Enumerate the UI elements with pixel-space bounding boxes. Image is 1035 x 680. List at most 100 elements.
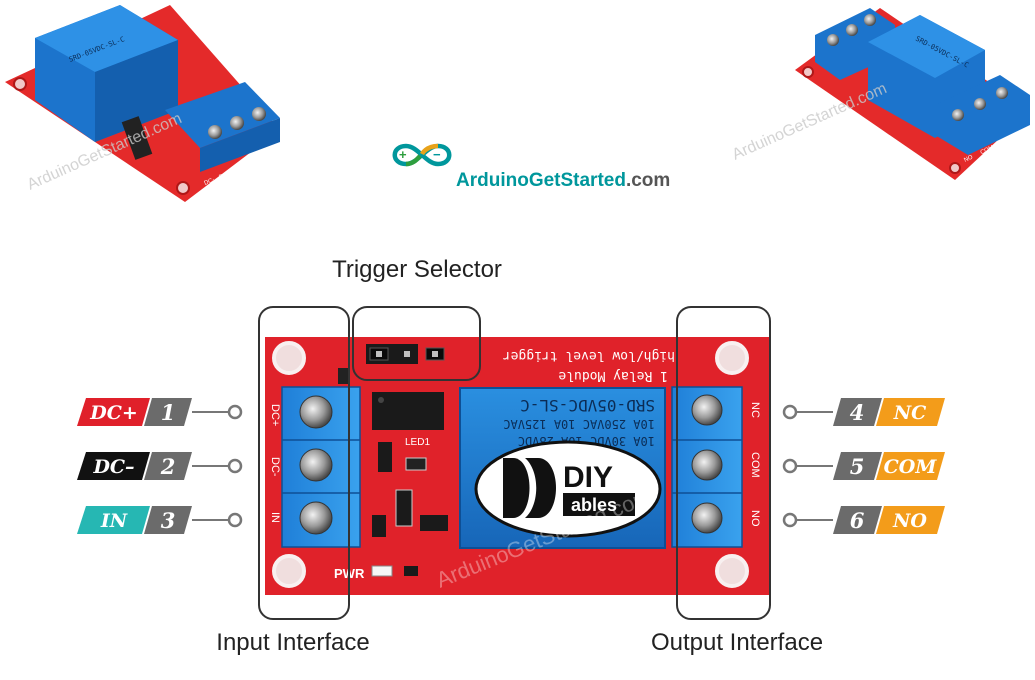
screw-icon [208,125,222,139]
board-pin-label: DC- [269,457,281,477]
pin-number: 6 [850,508,865,533]
relay-module-board: high/low level trigger 1 Relay Module DC [265,337,770,595]
mount-hole [272,554,306,588]
input-interface-label: Input Interface [216,629,369,656]
pin-number: 5 [850,454,865,479]
pin-number: 3 [161,508,176,533]
photo-right-pin-label: NC [1000,138,1011,147]
pin-name-badge [876,398,945,426]
photo-left-pin-label: IN [235,166,243,174]
board-pin-label: DC+ [269,404,281,426]
pin-name: COM [884,456,938,478]
pin-name: NO [892,510,927,532]
infinity-logo-icon: + − [392,143,452,167]
relay-photo-left: SRD-05VDC-SL-C DC- DC+ IN ArduinoGetStar… [5,5,280,202]
pin-callout-3: IN 3 [77,506,243,534]
photo-left-pin-label: DC+ [218,171,232,181]
trigger-selector-label: Trigger Selector [332,256,502,283]
photo-left-jumper [121,116,153,160]
pin-name: NC [893,402,927,424]
dot-connector-icon [782,512,798,528]
pin-callout-1: DC+ 1 [77,398,243,426]
mount-hole [176,181,190,195]
input-terminal-block [281,386,361,548]
photo-left-terminal [165,82,280,148]
photo-left-pin-label: DC- [204,177,216,187]
diyables-logo: DIY ables [474,440,662,538]
dot-connector-icon [782,458,798,474]
screw-icon [996,87,1008,99]
board-pin-label: IN [269,512,281,523]
dot-connector-icon [227,458,243,474]
pin-number-badge [144,398,192,426]
mount-hole [949,162,961,174]
pin-number: 4 [850,400,865,425]
trigger-jumper [366,344,445,364]
pin-callout-5: 5 COM [782,452,945,480]
pin-name: DC+ [89,402,138,424]
pin-name-badge [77,452,150,480]
silk-module-text: 1 Relay Module [558,368,668,383]
photo-left-relay-top [35,5,178,72]
pin-number: 1 [161,400,176,425]
smd-diode [395,489,413,527]
screw-icon [299,501,333,535]
logo-wordmark: ArduinoGetStarted.com [456,170,670,191]
diy-logo-top: DIY [563,461,613,494]
diy-mark-icon [503,458,530,518]
pin-number-badge [833,506,882,534]
diy-logo-bottom: ables [571,495,617,515]
pin-name-badge [77,398,150,426]
screw-icon [846,24,858,36]
screw-icon [864,14,876,26]
pin-name: IN [100,510,128,532]
mount-hole [13,77,27,91]
mount-hole [715,554,749,588]
board-pin-label: NO [749,510,761,527]
screw-icon [691,394,723,426]
screw-icon [252,107,266,121]
watermark: ArduinoGetStarted.com [730,80,890,164]
smd-component [338,368,348,384]
screw-icon [299,395,333,429]
mount-hole [272,341,306,375]
pin-callout-4: 4 NC [782,398,945,426]
dot-connector-icon [227,512,243,528]
output-interface-label: Output Interface [651,629,823,656]
photo-right-pin-label: COM [980,145,995,156]
screw-icon [691,502,723,534]
smd-transistor [420,515,448,531]
pin-callout-6: 6 NO [782,506,945,534]
pin-name-badge [876,506,945,534]
arduinogetstarted-logo: + − ArduinoGetStarted.com [392,143,670,191]
mount-hole [802,66,814,78]
screw-icon [230,116,244,130]
output-terminal-block [671,386,743,548]
screw-icon [299,448,333,482]
output-interface-frame [676,306,771,620]
pin-name-badge [77,506,150,534]
board-pin-label: COM [749,452,761,478]
pin-number-badge [144,452,192,480]
trigger-selector-frame [352,306,481,381]
logo-brand: ArduinoGetStarted [456,170,626,191]
relay-rating-1: 10A 250VAC 10A 125VAC [503,417,655,431]
screw-icon [974,98,986,110]
pin-number-badge [144,506,192,534]
pin-name-badge [876,452,945,480]
right-pin-callouts: 4 NC 5 COM 6 NO [782,398,945,534]
led-label: LED1 [405,437,430,448]
smd-led [405,457,427,471]
screw-icon [952,109,964,121]
dot-connector-icon [227,404,243,420]
silk-trigger-text: high/low level trigger [503,348,675,363]
mount-hole [715,341,749,375]
plus-icon: + [399,147,407,162]
minus-icon: − [433,147,441,162]
board-pin-label: NC [749,402,761,418]
pin-number: 2 [160,454,176,479]
pin-name: DC– [92,456,134,478]
left-pin-callouts: DC+ 1DC– 2IN 3 [77,398,243,534]
optocoupler-chip [372,392,444,430]
